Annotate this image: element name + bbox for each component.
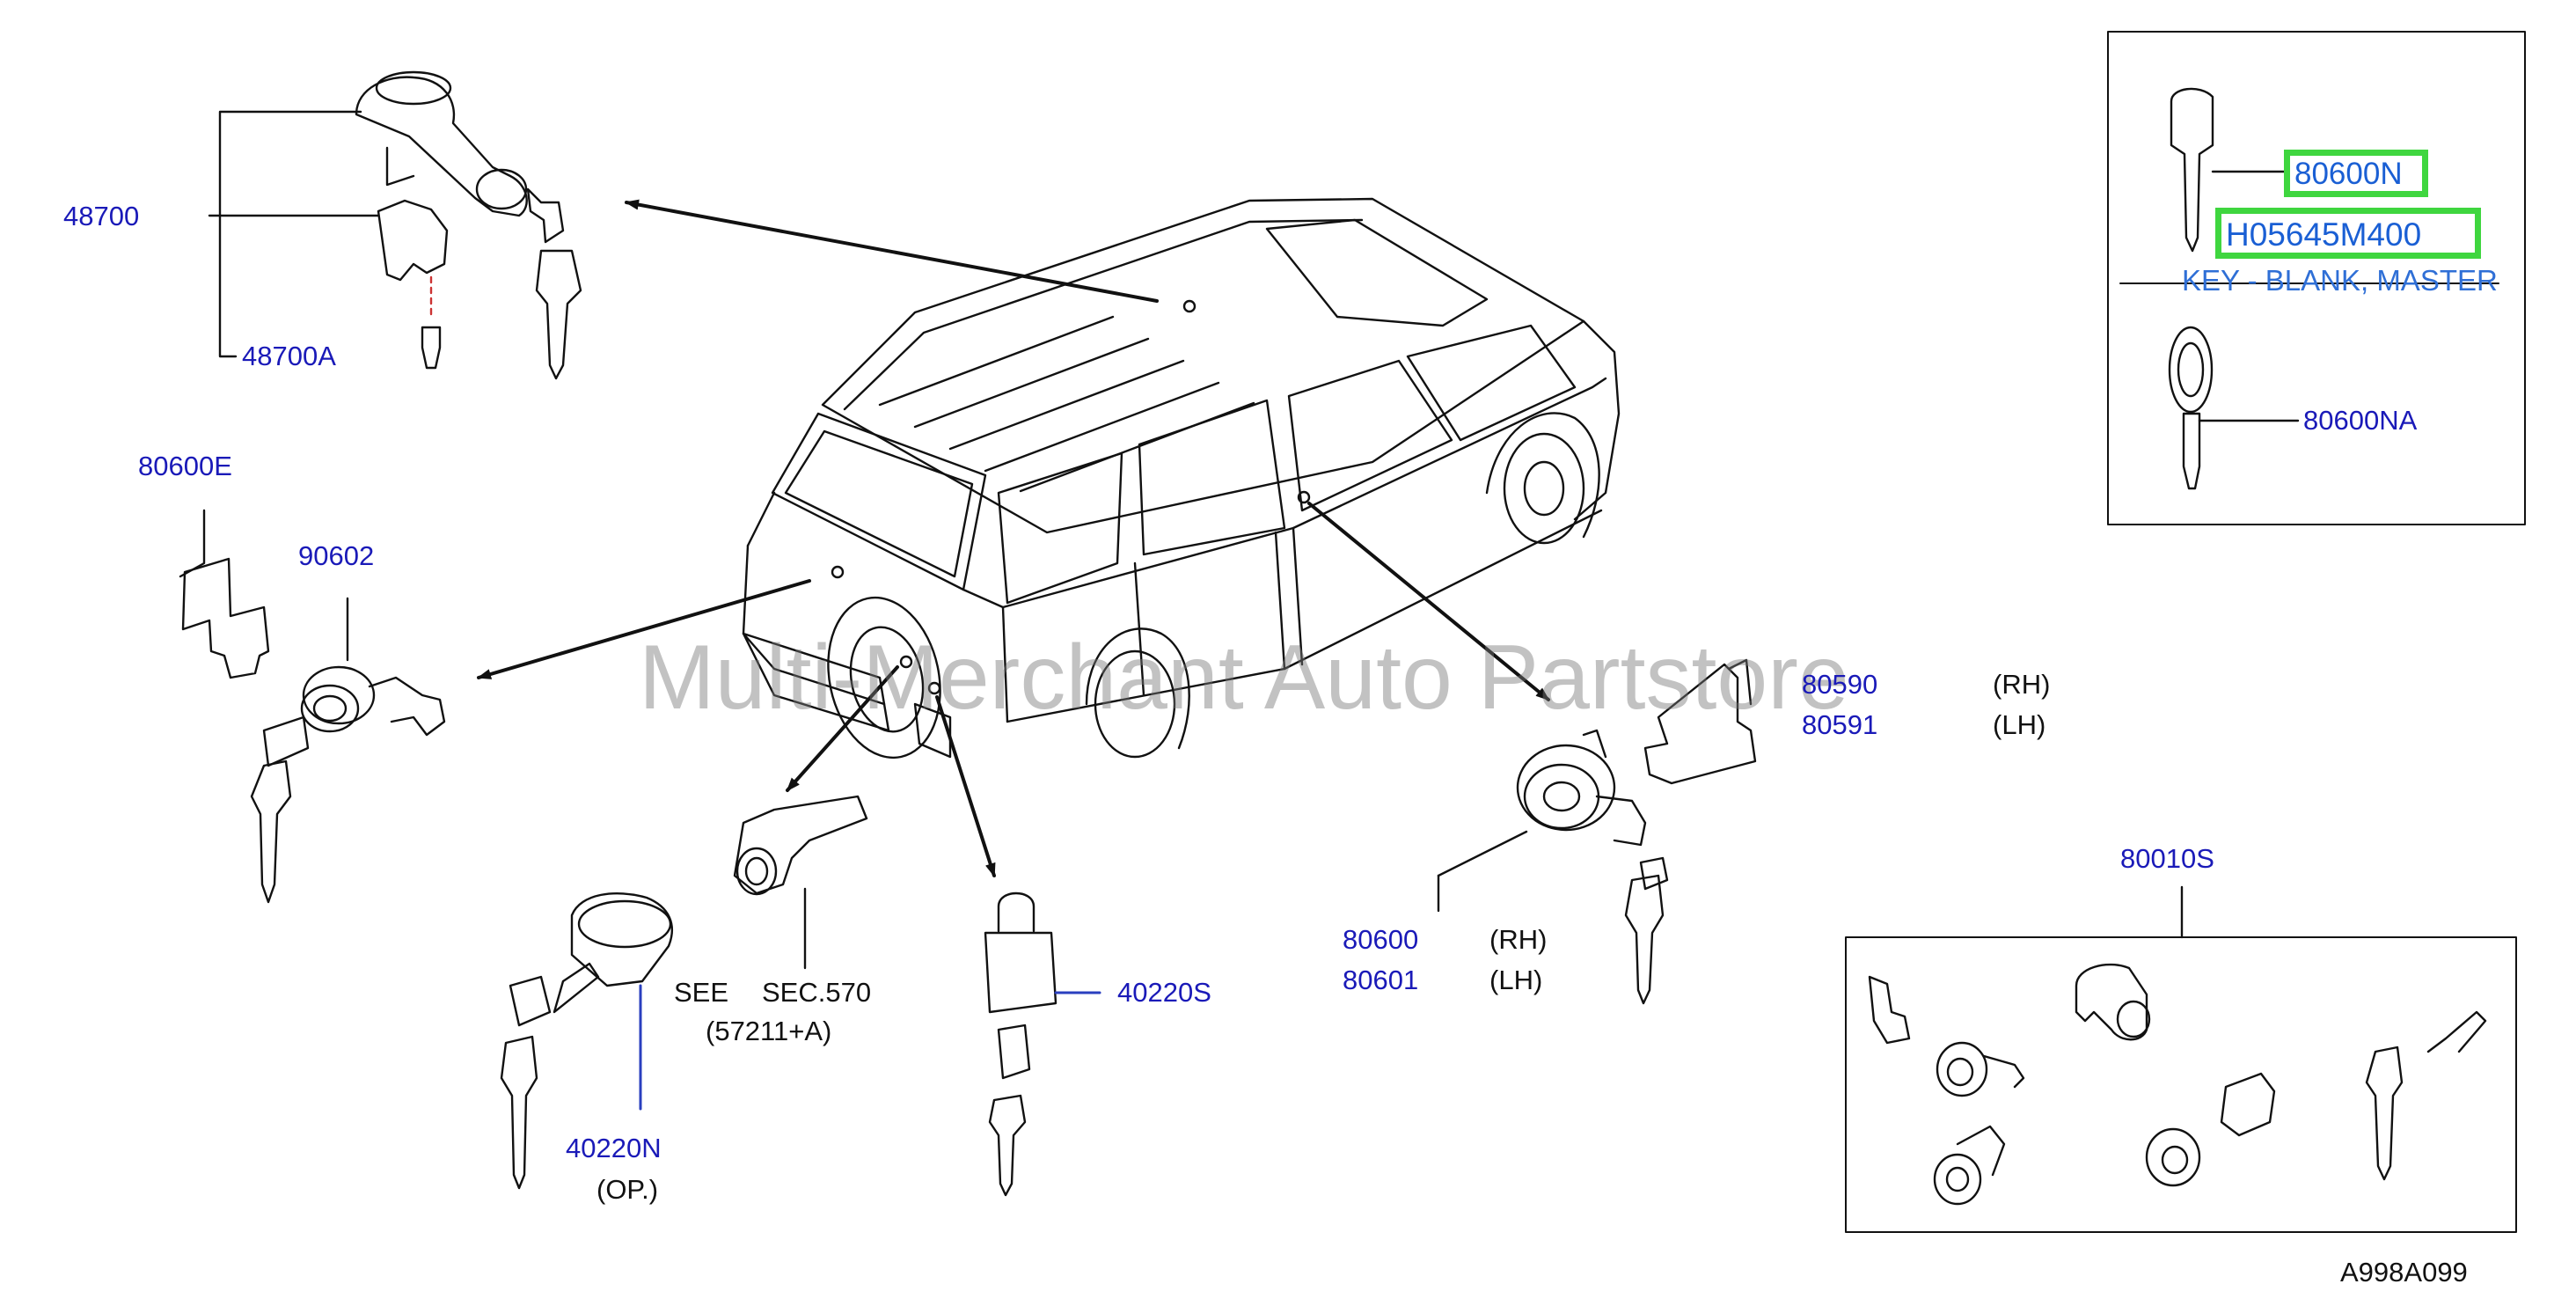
part-number-90602[interactable]: 90602 [298, 540, 375, 571]
part-number-80600e[interactable]: 80600E [138, 451, 232, 481]
section-reference-sub: (57211+A) [706, 1016, 832, 1046]
steering-lock-illustration [208, 70, 582, 380]
right-hand-label: (RH) [1489, 924, 1548, 955]
part-number-80600[interactable]: 80600 [1343, 924, 1419, 955]
part-number-80600na[interactable]: 80600NA [2303, 405, 2418, 436]
vehicle-illustration [742, 197, 1621, 759]
highlight-box-80600n [2284, 150, 2428, 197]
see-label: SEE [674, 977, 729, 1008]
part-number-h05645m400[interactable]: H05645M400 [2226, 216, 2422, 253]
left-hand-label-2: (LH) [1993, 709, 2046, 740]
key-box-illustration [2107, 31, 2526, 525]
spare-tire-lock-illustration [500, 892, 673, 1190]
padlock-illustration [984, 891, 1101, 1197]
fuel-lid-lock-illustration [733, 795, 868, 970]
part-number-40220s[interactable]: 40220S [1117, 977, 1211, 1008]
optional-note: (OP.) [596, 1174, 659, 1205]
part-number-80010s[interactable]: 80010S [2120, 843, 2214, 874]
part-number-80600n[interactable]: 80600N [2294, 157, 2403, 191]
highlight-box-h05645m400 [2215, 208, 2481, 259]
left-hand-label: (LH) [1489, 965, 1543, 995]
part-number-40220n[interactable]: 40220N [566, 1133, 662, 1163]
part-number-48700a[interactable]: 48700A [242, 341, 336, 371]
location-arrows [477, 199, 1550, 877]
lock-set-illustration [1845, 885, 2517, 1233]
key-description: KEY - BLANK, MASTER [2182, 264, 2498, 297]
part-number-48700[interactable]: 48700 [63, 201, 140, 231]
back-door-lock-illustration [179, 509, 446, 904]
front-door-lock-illustration [1437, 658, 1757, 1005]
part-number-80590[interactable]: 80590 [1802, 669, 1878, 700]
part-number-80591[interactable]: 80591 [1802, 709, 1878, 740]
right-hand-label-2: (RH) [1993, 669, 2051, 700]
section-reference[interactable]: SEC.570 [762, 977, 872, 1008]
part-number-80601[interactable]: 80601 [1343, 965, 1419, 995]
diagram-code: A998A099 [2340, 1257, 2468, 1288]
